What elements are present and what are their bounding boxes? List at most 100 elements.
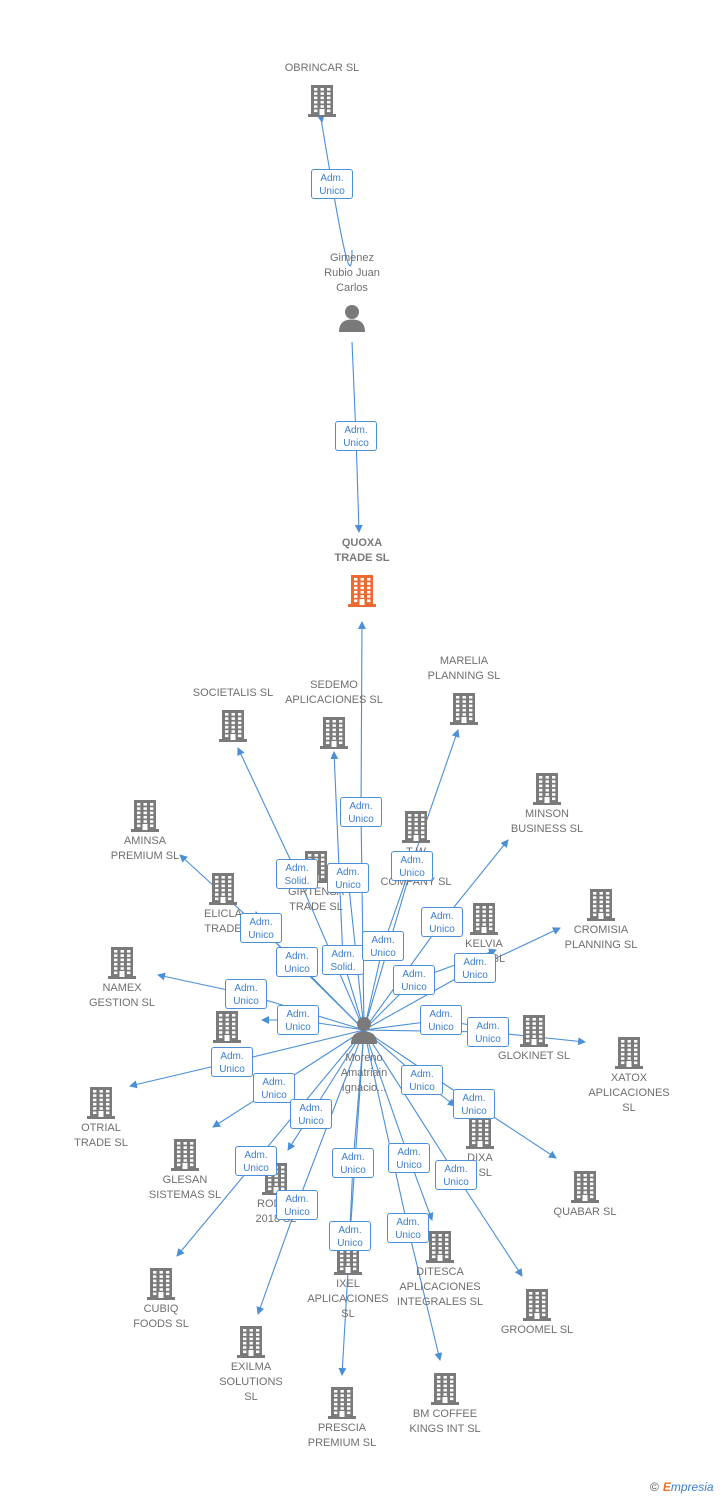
node-label: IXEL APLICACIONES SL (307, 1278, 389, 1320)
node-groomel[interactable] (522, 1287, 552, 1321)
role-badge[interactable]: Adm. Unico (276, 947, 318, 977)
node-label: NAMEX GESTION SL (88, 982, 156, 1009)
building-icon (522, 1287, 552, 1326)
node-label: DIXA E SL (467, 1152, 493, 1179)
node-ampre[interactable] (212, 1009, 242, 1043)
role-badge[interactable]: Adm. Unico (454, 953, 496, 983)
node-label: EXILMA SOLUTIONS SL (219, 1361, 283, 1403)
role-badge[interactable]: Adm. Unico (225, 979, 267, 1009)
node-label: MARELIA PLANNING SL (427, 655, 501, 682)
building-icon (401, 809, 431, 848)
role-badge[interactable]: Adm. Solid. (322, 945, 364, 975)
node-label: AMINSA PREMIUM SL (110, 835, 180, 862)
node-otrial[interactable] (86, 1085, 116, 1119)
footer-brand[interactable]: ©Empresia (650, 1480, 714, 1494)
role-badge[interactable]: Adm. Unico (335, 421, 377, 451)
node-label: XATOX APLICACIONES SL (588, 1072, 670, 1114)
building-icon (465, 1115, 495, 1154)
role-badge[interactable]: Adm. Unico (388, 1143, 430, 1173)
role-badge[interactable]: Adm. Unico (332, 1148, 374, 1178)
building-icon (614, 1035, 644, 1074)
node-quabar[interactable] (570, 1169, 600, 1203)
role-badge[interactable]: Adm. Unico (387, 1213, 429, 1243)
role-badge[interactable]: Adm. Unico (467, 1017, 509, 1047)
role-badge[interactable]: Adm. Unico (290, 1099, 332, 1129)
brand-logo-e: E (662, 1480, 671, 1494)
role-badge[interactable]: Adm. Unico (420, 1005, 462, 1035)
role-badge[interactable]: Adm. Unico (393, 965, 435, 995)
node-label: GROOMEL SL (500, 1324, 574, 1336)
node-bmcoffee[interactable] (430, 1371, 460, 1405)
building-icon (430, 1371, 460, 1410)
building-icon (449, 691, 479, 730)
node-glokinet[interactable] (519, 1013, 549, 1047)
node-marelia[interactable] (449, 691, 479, 725)
role-badge[interactable]: Adm. Unico (327, 863, 369, 893)
node-grandixa[interactable] (465, 1115, 495, 1149)
building-icon (532, 771, 562, 810)
role-badge[interactable]: Adm. Solid. (276, 859, 318, 889)
person-icon (337, 303, 367, 338)
node-cromisia[interactable] (586, 887, 616, 921)
role-badge[interactable]: Adm. Unico (435, 1160, 477, 1190)
role-badge[interactable]: Adm. Unico (329, 1221, 371, 1251)
building-icon (218, 708, 248, 747)
role-badge[interactable]: Adm. Unico (276, 1190, 318, 1220)
node-label: Moreno Amatriain Ignacio... (340, 1052, 388, 1094)
brand-name: mpresia (670, 1480, 714, 1494)
role-badge[interactable]: Adm. Unico (340, 797, 382, 827)
building-icon (107, 945, 137, 984)
building-icon (519, 1013, 549, 1052)
node-xatox[interactable] (614, 1035, 644, 1069)
node-exilma[interactable] (236, 1324, 266, 1358)
role-badge[interactable]: Adm. Unico (401, 1065, 443, 1095)
node-elicla[interactable] (208, 871, 238, 905)
role-badge[interactable]: Adm. Unico (362, 931, 404, 961)
building-icon (146, 1266, 176, 1305)
node-aminsa[interactable] (130, 798, 160, 832)
role-badge[interactable]: Adm. Unico (253, 1073, 295, 1103)
role-badge[interactable]: Adm. Unico (391, 851, 433, 881)
node-namex[interactable] (107, 945, 137, 979)
role-badge[interactable]: Adm. Unico (240, 913, 282, 943)
role-badge[interactable]: Adm. Unico (453, 1089, 495, 1119)
node-label: OTRIAL TRADE SL (74, 1122, 128, 1149)
node-societalis[interactable] (218, 708, 248, 742)
building-icon (170, 1137, 200, 1176)
role-badge[interactable]: Adm. Unico (311, 169, 353, 199)
node-glesan[interactable] (170, 1137, 200, 1171)
node-kelvia[interactable] (469, 901, 499, 935)
node-quoxa[interactable] (347, 573, 377, 607)
node-moreno[interactable] (349, 1015, 379, 1049)
node-cubiq[interactable] (146, 1266, 176, 1300)
building-icon (236, 1324, 266, 1363)
building-icon (208, 871, 238, 910)
node-obrincar[interactable] (307, 83, 337, 117)
node-label: SOCIETALIS SL (192, 687, 274, 699)
building-icon (570, 1169, 600, 1208)
node-label: GLOKINET SL (498, 1050, 570, 1062)
role-badge[interactable]: Adm. Unico (211, 1047, 253, 1077)
node-label: Gimenez Rubio Juan Carlos (324, 252, 380, 294)
copyright-symbol: © (650, 1480, 659, 1494)
role-badge[interactable]: Adm. Unico (277, 1005, 319, 1035)
building-icon (425, 1229, 455, 1268)
role-badge[interactable]: Adm. Unico (235, 1146, 277, 1176)
building-icon (86, 1085, 116, 1124)
building-icon (327, 1385, 357, 1424)
node-label: GLESAN SISTEMAS SL (148, 1174, 222, 1201)
building-icon (130, 798, 160, 837)
node-sedemo[interactable] (319, 715, 349, 749)
building-icon (319, 715, 349, 754)
node-label: OBRINCAR SL (284, 62, 360, 74)
building-icon (347, 573, 377, 612)
node-company[interactable] (401, 809, 431, 843)
node-ditesca[interactable] (425, 1229, 455, 1263)
node-gimenez[interactable] (337, 303, 367, 337)
node-prescia[interactable] (327, 1385, 357, 1419)
node-label: CUBIQ FOODS SL (133, 1303, 189, 1330)
node-minson[interactable] (532, 771, 562, 805)
role-badge[interactable]: Adm. Unico (421, 907, 463, 937)
